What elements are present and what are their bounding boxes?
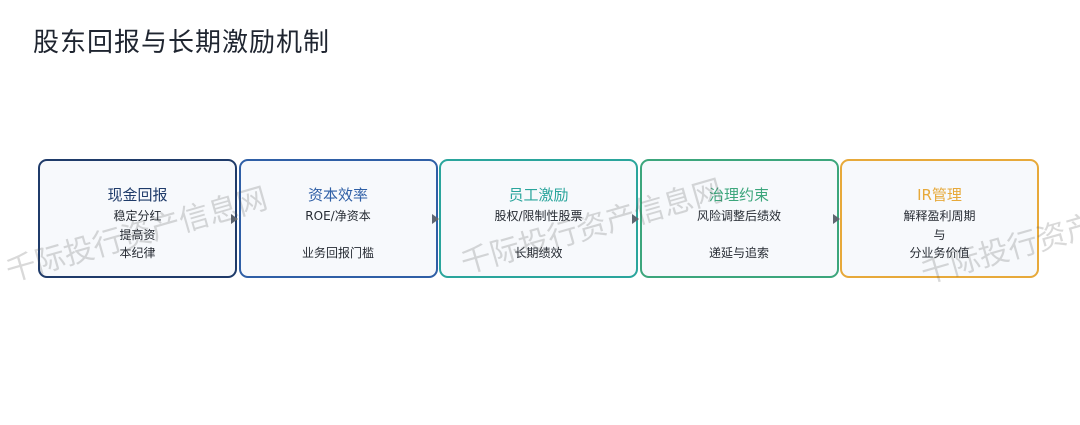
- node-title: 资本效率: [307, 186, 368, 204]
- node-title: IR管理: [917, 186, 962, 204]
- node-governance-constraint: 治理约束 风险调整后绩效 递延与追索: [639, 159, 839, 278]
- node-capital-efficiency: 资本效率 ROE/净资本 业务回报门槛: [238, 159, 438, 278]
- node-description: 解释盈利周期 与 分业务价值: [903, 209, 976, 260]
- arrow-right-icon: [632, 214, 639, 224]
- arrow-right-icon: [231, 214, 238, 224]
- node-description: 股权/限制性股票 长期绩效: [494, 209, 583, 260]
- node-cash-return: 现金回报 稳定分红 提高资 本纪律: [38, 159, 237, 278]
- arrow-right-icon: [833, 214, 840, 224]
- node-ir-management: IR管理 解释盈利周期 与 分业务价值: [840, 159, 1039, 278]
- node-title: 治理约束: [708, 186, 769, 204]
- node-description: ROE/净资本 业务回报门槛: [301, 209, 374, 260]
- flow-diagram: 现金回报 稳定分红 提高资 本纪律 资本效率 ROE/净资本 业务回报门槛 员工…: [38, 159, 1043, 282]
- node-title: 现金回报: [107, 186, 168, 204]
- node-employee-incentive: 员工激励 股权/限制性股票 长期绩效: [439, 159, 638, 278]
- node-description: 风险调整后绩效 递延与追索: [696, 209, 781, 260]
- node-title: 员工激励: [508, 186, 569, 204]
- page-title: 股东回报与长期激励机制: [33, 28, 331, 58]
- arrow-right-icon: [432, 214, 439, 224]
- node-description: 稳定分红 提高资 本纪律: [113, 209, 162, 260]
